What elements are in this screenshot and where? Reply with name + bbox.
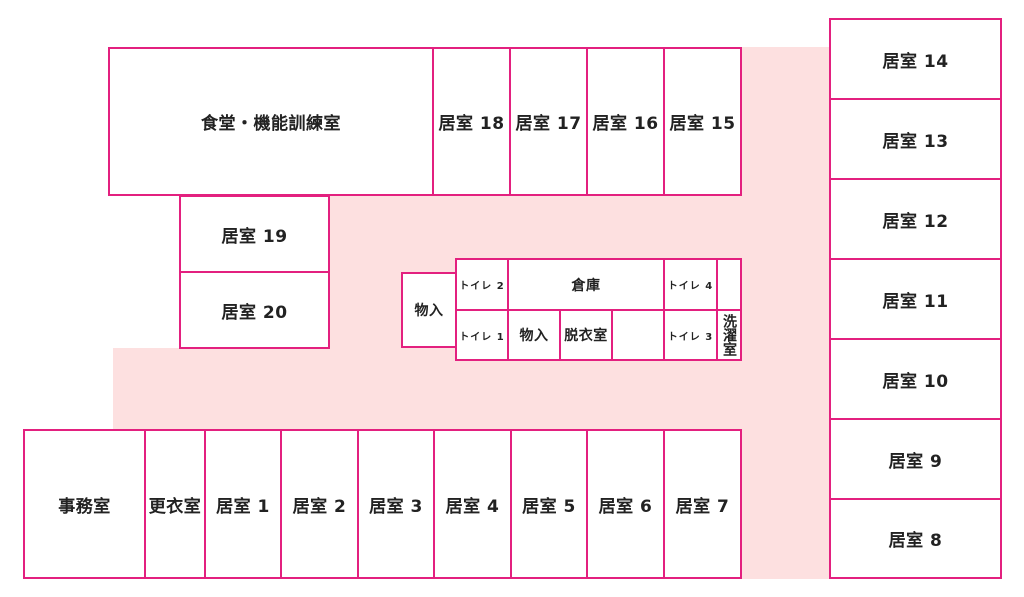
room-20: 居室 20 — [179, 271, 330, 349]
room-15: 居室 15 — [663, 47, 742, 196]
room-5: 居室 5 — [510, 429, 588, 579]
room-4: 居室 4 — [433, 429, 512, 579]
room-9: 居室 9 — [829, 418, 1002, 500]
room-7: 居室 7 — [663, 429, 742, 579]
room-toilet-3: トイレ 3 — [663, 309, 718, 361]
corridor-north — [740, 47, 830, 579]
room-14: 居室 14 — [829, 18, 1002, 100]
room-19: 居室 19 — [179, 195, 330, 273]
room-office: 事務室 — [23, 429, 146, 579]
room-17: 居室 17 — [509, 47, 588, 196]
room-12: 居室 12 — [829, 178, 1002, 260]
room-11: 居室 11 — [829, 258, 1002, 340]
room-2: 居室 2 — [280, 429, 359, 579]
corridor-west — [113, 348, 740, 431]
room-8: 居室 8 — [829, 498, 1002, 579]
room-toilet-1: トイレ 1 — [455, 309, 509, 361]
room-toilet-2: トイレ 2 — [455, 258, 509, 311]
room-16: 居室 16 — [586, 47, 665, 196]
room-storage-left: 物入 — [401, 272, 457, 348]
room-dressing: 脱衣室 — [559, 309, 613, 361]
room-1: 居室 1 — [204, 429, 282, 579]
room-storage-mid: 物入 — [507, 309, 561, 361]
room-changing: 更衣室 — [144, 429, 206, 579]
room-laundry: 洗濯室 — [716, 309, 742, 361]
room-warehouse: 倉庫 — [507, 258, 665, 311]
room-13: 居室 13 — [829, 98, 1002, 180]
room-3: 居室 3 — [357, 429, 435, 579]
room-unlabeled-upper — [716, 258, 742, 311]
room-unlabeled-lower — [611, 309, 665, 361]
room-6: 居室 6 — [586, 429, 665, 579]
room-10: 居室 10 — [829, 338, 1002, 420]
room-toilet-4: トイレ 4 — [663, 258, 718, 311]
room-dining-training: 食堂・機能訓練室 — [108, 47, 434, 196]
room-18: 居室 18 — [432, 47, 511, 196]
